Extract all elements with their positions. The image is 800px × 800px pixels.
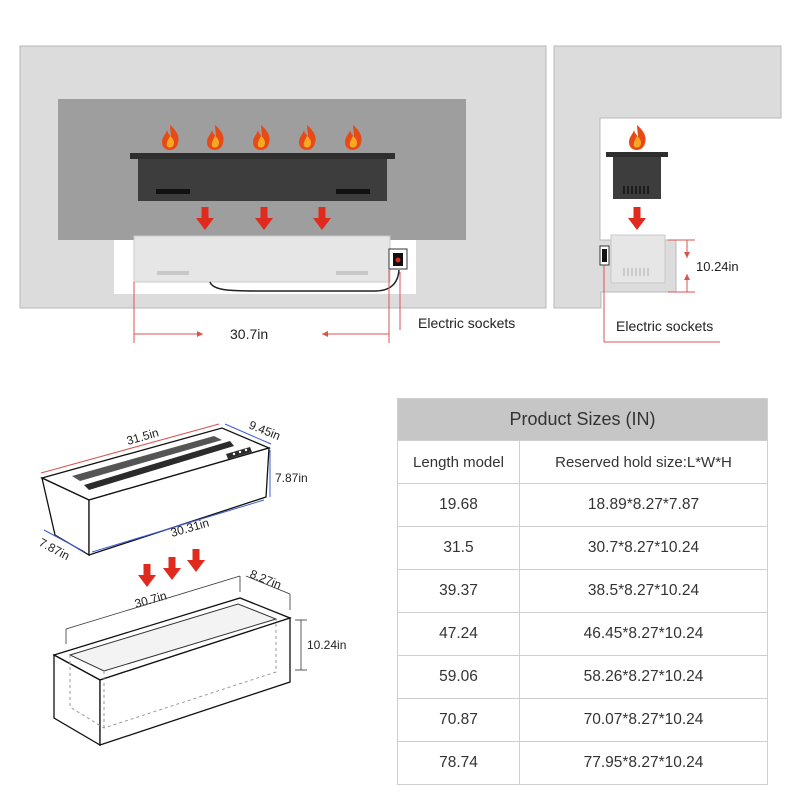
burner-3d-length-dim bbox=[40, 423, 220, 474]
length-cell: 39.37 bbox=[397, 569, 520, 613]
length-cell: 59.06 bbox=[397, 655, 520, 699]
side-height-label: 10.24in bbox=[696, 259, 739, 274]
hole-length-label: 30.7in bbox=[133, 588, 168, 610]
width-dim-arrowhead-left bbox=[197, 331, 203, 337]
burner-vent-left bbox=[156, 189, 190, 194]
hole-height-label: 10.24in bbox=[307, 638, 346, 652]
flame-icon bbox=[629, 125, 646, 150]
side-burner-top bbox=[606, 152, 668, 157]
burner-3d-slot bbox=[84, 441, 234, 490]
side-wall bbox=[553, 45, 782, 309]
table-header-row: Length model Reserved hold size:L*W*H bbox=[397, 440, 768, 484]
burner-3d-button bbox=[244, 448, 248, 452]
power-cable bbox=[209, 269, 400, 292]
burner-3d-inner-length-dim bbox=[91, 499, 265, 553]
length-cell: 31.5 bbox=[397, 526, 520, 570]
burner-3d-side bbox=[88, 447, 270, 556]
column-header-length-model: Length model bbox=[397, 440, 520, 484]
hole-3d: 30.7in 8.27in 10.24in bbox=[52, 567, 346, 747]
socket-icon bbox=[388, 248, 408, 270]
ghost-vent-left bbox=[157, 271, 189, 275]
burner-height-label: 7.87in bbox=[275, 471, 308, 485]
socket-icon bbox=[599, 245, 610, 266]
front-view: 30.7in Electric sockets bbox=[19, 45, 547, 343]
burner-3d-depth-dim bbox=[43, 529, 86, 553]
down-arrow-icon bbox=[138, 564, 156, 587]
front-width-label: 30.7in bbox=[230, 326, 268, 342]
burner-3d: 31.5in 9.45in 7.87in 30.31in 7.87in bbox=[37, 418, 308, 563]
size-cell: 38.5*8.27*10.24 bbox=[519, 569, 768, 613]
length-cell: 78.74 bbox=[397, 741, 520, 785]
down-arrow-icon bbox=[163, 557, 181, 580]
side-view: 10.24in Electric sockets bbox=[553, 45, 782, 343]
product-sizes-table: Product Sizes (IN) Length model Reserved… bbox=[397, 398, 768, 785]
size-cell: 58.26*8.27*10.24 bbox=[519, 655, 768, 699]
side-height-arrowhead-down bbox=[684, 274, 690, 280]
side-burner-vent bbox=[623, 186, 649, 194]
side-ghost-vent bbox=[623, 268, 649, 276]
side-ghost-burner bbox=[610, 234, 666, 284]
length-cell: 70.87 bbox=[397, 698, 520, 742]
table-title: Product Sizes (IN) bbox=[397, 398, 768, 441]
column-header-hole-size: Reserved hold size:L*W*H bbox=[519, 440, 768, 484]
burner-3d-button bbox=[232, 452, 236, 456]
burner-3d-width-dim bbox=[224, 423, 272, 445]
hole-3d-width-dim bbox=[245, 575, 291, 595]
front-socket-label: Electric sockets bbox=[418, 315, 515, 331]
hole-width-label: 8.27in bbox=[248, 567, 284, 592]
burner-3d-dark-rail bbox=[72, 436, 222, 481]
burner-width-label: 9.45in bbox=[247, 418, 283, 443]
side-socket-label: Electric sockets bbox=[616, 318, 713, 334]
hole-3d-side bbox=[99, 617, 291, 746]
side-height-arrowhead-up bbox=[684, 252, 690, 258]
down-arrow-icon bbox=[628, 207, 646, 230]
size-cell: 30.7*8.27*10.24 bbox=[519, 526, 768, 570]
burner-body bbox=[138, 159, 387, 201]
size-cell: 70.07*8.27*10.24 bbox=[519, 698, 768, 742]
middle-arrows bbox=[138, 549, 205, 587]
size-cell: 46.45*8.27*10.24 bbox=[519, 612, 768, 656]
front-recess-ghost bbox=[133, 235, 391, 283]
size-cell: 77.95*8.27*10.24 bbox=[519, 741, 768, 785]
hole-3d-length-dim bbox=[65, 575, 241, 630]
burner-3d-button bbox=[238, 450, 242, 454]
side-burner-body bbox=[613, 157, 661, 199]
length-cell: 47.24 bbox=[397, 612, 520, 656]
burner-top-plate bbox=[130, 153, 395, 159]
down-arrow-icon bbox=[187, 549, 205, 572]
length-cell: 19.68 bbox=[397, 483, 520, 527]
ghost-vent-right bbox=[336, 271, 368, 275]
burner-vent-right bbox=[336, 189, 370, 194]
size-cell: 18.89*8.27*7.87 bbox=[519, 483, 768, 527]
width-dim-arrowhead-right bbox=[322, 331, 328, 337]
